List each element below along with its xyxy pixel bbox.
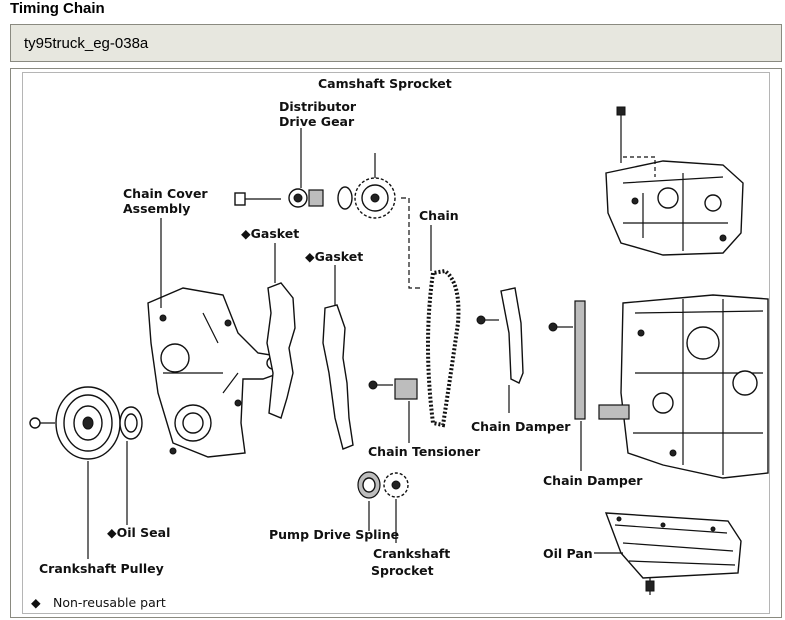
image-caption-box: ty95truck_eg-038a [10, 24, 782, 62]
engine-block-front-view [598, 294, 769, 479]
label-chain-damper-2: Chain Damper [543, 473, 643, 488]
oil-seal-drawing [119, 406, 143, 440]
crankshaft-pulley-drawing [29, 386, 121, 460]
image-caption: ty95truck_eg-038a [24, 35, 149, 52]
distributor-drive-gear-drawing [234, 186, 353, 210]
legend-marker: ◆ [31, 595, 41, 610]
label-pump-drive-spline: Pump Drive Spline [269, 527, 399, 542]
label-crankshaft-sprocket: Sprocket [371, 563, 434, 578]
label-camshaft-sprocket: Camshaft Sprocket [318, 76, 452, 91]
legend-non-reusable-part: Non-reusable part [53, 595, 166, 610]
label-gasket-2: ◆Gasket [305, 249, 363, 264]
label-crankshaft-pulley: Crankshaft Pulley [39, 561, 164, 576]
chain-tensioner-drawing [368, 378, 418, 400]
label-chain-cover-assembly: Assembly [123, 201, 190, 216]
label-oil-seal: ◆Oil Seal [107, 525, 170, 540]
label-gasket-1: ◆Gasket [241, 226, 299, 241]
label-chain-damper-1: Chain Damper [471, 419, 571, 434]
page-title: Timing Chain [10, 0, 105, 17]
label-chain-cover: Chain Cover [123, 186, 208, 201]
label-distributor: Distributor [279, 99, 357, 114]
oil-pan-drawing [604, 512, 742, 595]
label-oil-pan: Oil Pan [543, 546, 593, 561]
exploded-view-drawing: Camshaft Sprocket Distributor Drive Gear… [29, 76, 769, 610]
crankshaft-sprocket-drawing [383, 472, 409, 498]
engine-block-top-view [605, 106, 744, 256]
pump-drive-spline-drawing [357, 471, 381, 499]
leader-lines [87, 128, 623, 559]
label-crankshaft: Crankshaft [373, 546, 450, 561]
label-chain-tensioner: Chain Tensioner [368, 444, 481, 459]
chain-damper-2-drawing [548, 300, 586, 420]
chain-damper-1-drawing [476, 287, 524, 384]
gasket-2-drawing [322, 304, 354, 450]
camshaft-sprocket-drawing [354, 153, 396, 219]
timing-chain-diagram: Camshaft Sprocket Distributor Drive Gear… [22, 72, 770, 614]
gasket-1-drawing [266, 282, 296, 419]
label-chain: Chain [419, 208, 459, 223]
timing-chain-drawing [401, 197, 461, 428]
chain-cover-drawing [147, 287, 286, 458]
label-drive-gear: Drive Gear [279, 114, 355, 129]
